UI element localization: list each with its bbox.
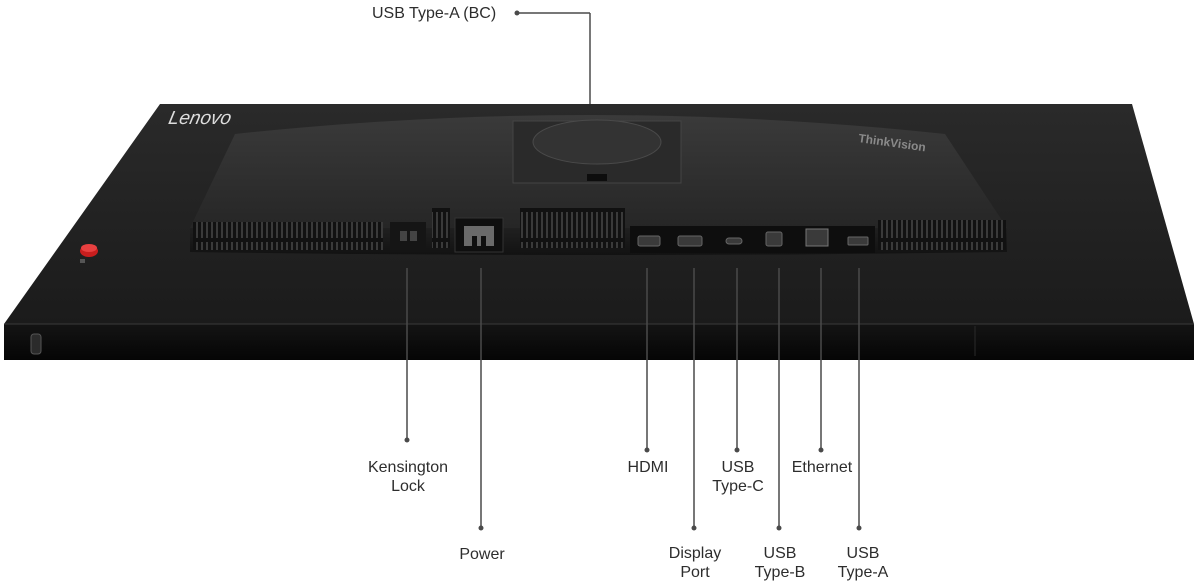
- displayport-port: [677, 235, 703, 247]
- callout-usb-type-a: USB Type-A: [825, 544, 901, 582]
- callout-line-1: Display: [668, 545, 722, 562]
- power-connector: [454, 217, 504, 253]
- callout-line-2: Type-A: [837, 564, 889, 581]
- callout-usb-type-c: USB Type-C: [700, 458, 776, 496]
- kensington-lock-slot: [390, 222, 426, 250]
- vent-right: [878, 220, 1006, 250]
- callout-display-port: Display Port: [655, 544, 735, 582]
- callout-line-1: USB: [763, 545, 797, 562]
- callout-ethernet: Ethernet: [791, 459, 853, 476]
- callout-line-1: Kensington: [367, 459, 449, 476]
- vent-center-small: [432, 208, 450, 248]
- callout-power: Power: [459, 546, 505, 563]
- leader-lines: [404, 10, 862, 531]
- callout-line-1: USB: [846, 545, 880, 562]
- callout-line-1: USB: [721, 459, 755, 476]
- port-panel: [630, 226, 875, 253]
- power-button-icon: [80, 244, 98, 263]
- vent-left: [193, 222, 383, 250]
- usb-b-port: [765, 231, 783, 247]
- callout-line-2: Lock: [391, 478, 425, 495]
- callout-usb-type-b: USB Type-B: [742, 544, 818, 582]
- vent-center: [520, 208, 625, 248]
- side-switch: [30, 333, 42, 355]
- callout-line-2: Type-B: [754, 564, 806, 581]
- monitor-front-edge: [4, 324, 1194, 360]
- callout-usb-type-a-bc: USB Type-A (BC): [372, 5, 497, 22]
- usb-c-port: [725, 237, 743, 245]
- lenovo-logo: Lenovo: [167, 108, 234, 129]
- usb-a-port: [847, 236, 869, 246]
- hdmi-port: [637, 235, 661, 247]
- callout-line-2: Type-C: [712, 478, 764, 495]
- ethernet-port: [805, 228, 829, 247]
- callout-kensington-lock: Kensington Lock: [358, 458, 458, 496]
- callout-hdmi: HDMI: [627, 459, 669, 476]
- callout-line-2: Port: [680, 564, 710, 581]
